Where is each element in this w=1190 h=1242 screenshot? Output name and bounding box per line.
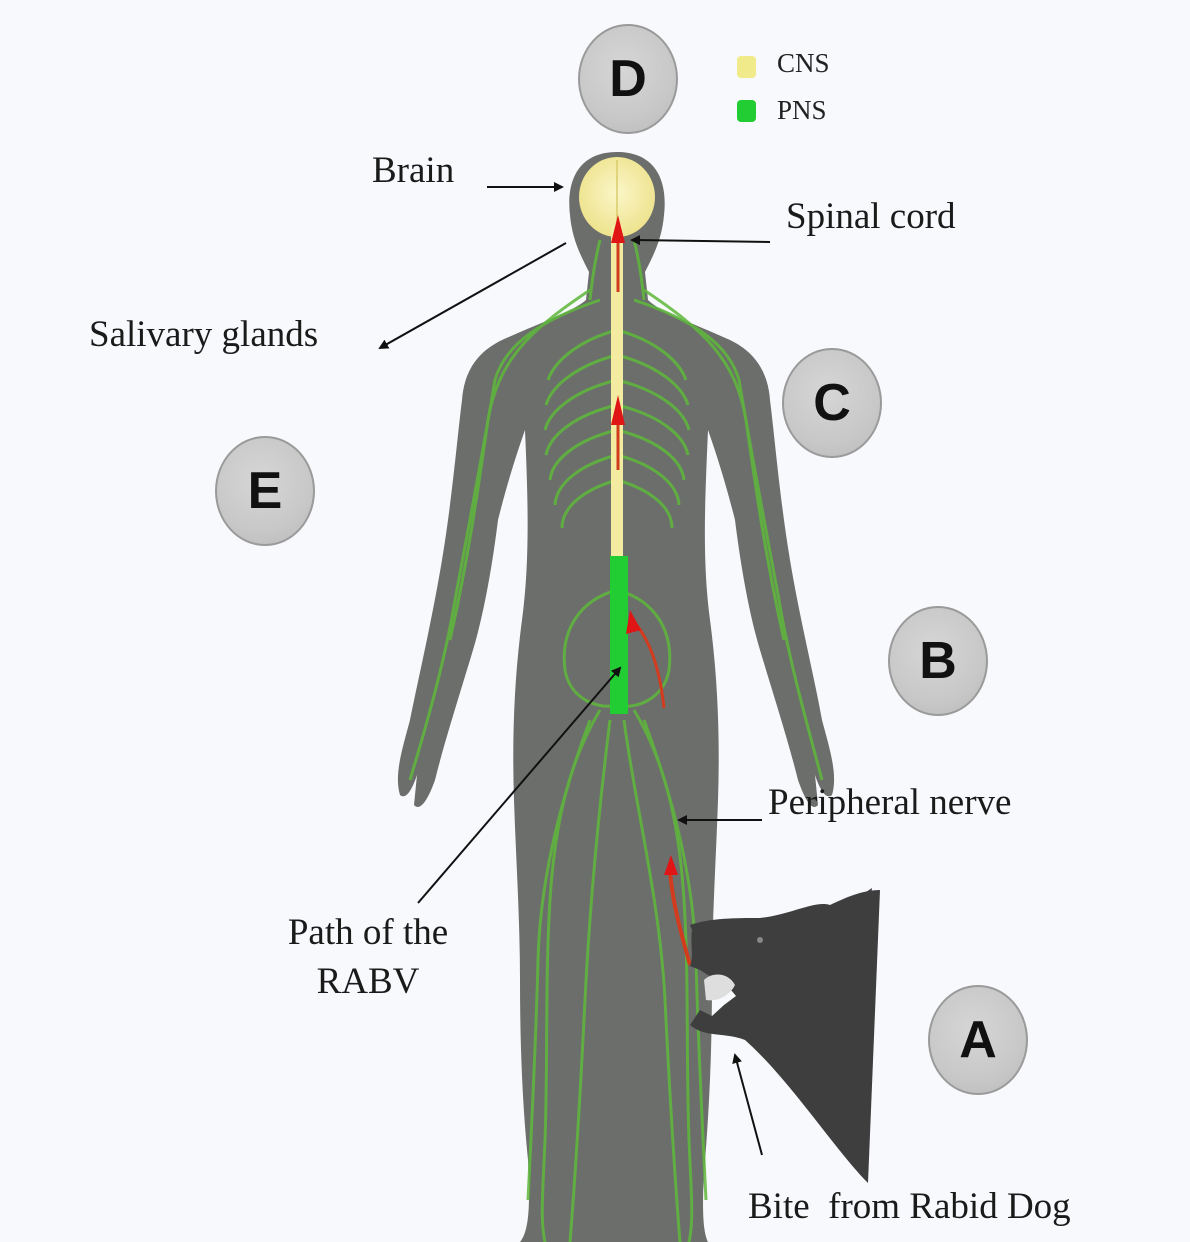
legend-label-pns: PNS xyxy=(777,95,827,125)
virus-arrow-lumbar xyxy=(626,610,641,634)
dog-mouth xyxy=(704,974,735,1001)
stage-badge-e: E xyxy=(215,436,315,546)
label-path-line1: Path of the xyxy=(287,912,449,953)
dog-eye xyxy=(757,937,763,943)
virus-arrow-brain xyxy=(611,215,625,243)
spinal-cord-pointer xyxy=(630,235,771,246)
virus-arrow-spine xyxy=(611,395,625,425)
virus-arrow-leg xyxy=(664,855,678,875)
legend-swatch-pns xyxy=(737,100,756,122)
salivary-pointer xyxy=(378,242,567,349)
rabv-path-pointer xyxy=(417,666,622,904)
label-brain: Brain xyxy=(372,150,455,191)
virus-path-arrows xyxy=(611,215,692,966)
label-peripheral-nerve: Peripheral nerve xyxy=(768,782,1012,823)
legend-label-cns: CNS xyxy=(777,48,830,78)
stage-badge-a: A xyxy=(928,985,1028,1095)
label-path-line2: RABV xyxy=(316,960,420,1002)
pointer-arrows xyxy=(378,182,771,1156)
rabid-dog-silhouette xyxy=(690,890,880,1183)
label-salivary-glands: Salivary glands xyxy=(89,314,319,355)
bite-pointer xyxy=(732,1053,763,1156)
label-bite: Bite from Rabid Dog xyxy=(748,1186,1071,1227)
legend-swatch-cns xyxy=(737,56,756,78)
dog-ear xyxy=(810,888,872,960)
label-spinal-cord: Spinal cord xyxy=(786,196,956,237)
spinal-cord-shape xyxy=(611,225,623,560)
stage-badge-c: C xyxy=(782,348,882,458)
lumbar-pns-shape xyxy=(610,556,628,714)
stage-badge-d: D xyxy=(578,24,678,134)
label-path-of-rabv: Path of the RABV xyxy=(268,912,468,1003)
stage-badge-b: B xyxy=(888,606,988,716)
